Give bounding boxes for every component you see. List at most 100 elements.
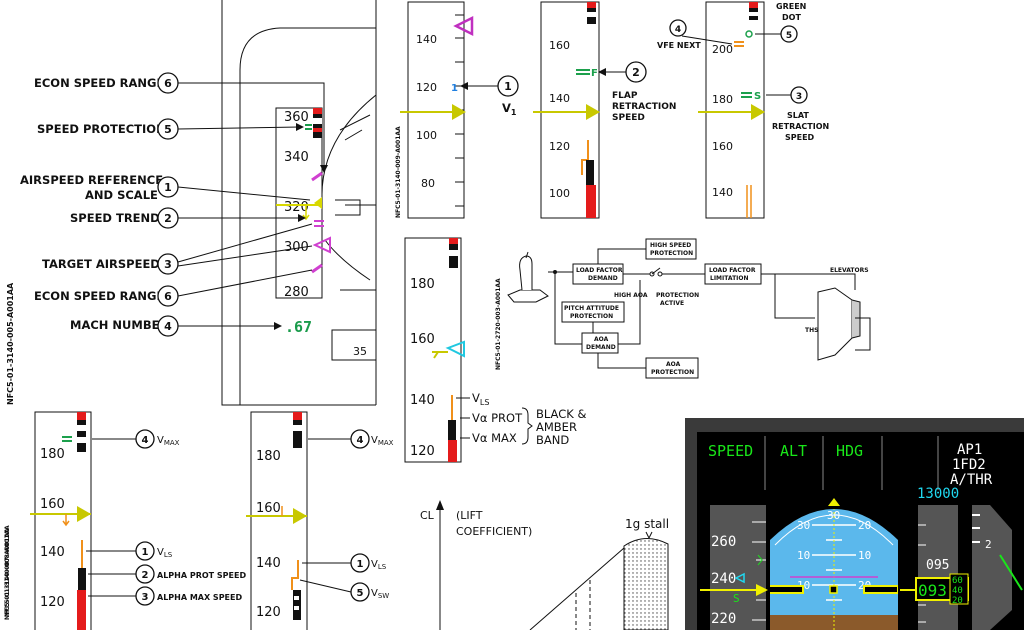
pitch-label: 20 — [858, 519, 871, 532]
panel-bl2: 180 160 140 120 4 VMAX 1 VLS 5 VSW — [246, 411, 394, 630]
callout-slat: 3 — [790, 86, 808, 104]
label-alpha-prot: ALPHA PROT SPEED — [157, 571, 246, 580]
speed-trend-arrow — [302, 205, 310, 221]
callout-2: 2 — [157, 207, 179, 229]
callout-4: 4 — [157, 315, 179, 337]
label-speed-protection: SPEED PROTECTION — [37, 122, 166, 136]
panel-flap: 160 140 120 100 F 2 FLAP RETRACTION SPEE… — [533, 1, 676, 219]
vfe-next-label: VFE NEXT — [657, 41, 701, 50]
callout-v1: 1 — [497, 75, 519, 97]
tick-label: 140 — [416, 33, 437, 46]
alt-drum: 60 — [952, 576, 963, 586]
box-text: PROTECTION — [570, 313, 613, 320]
vprot-label: Vα PROT — [472, 411, 523, 425]
box-text: AOA — [594, 336, 609, 343]
box-text: PROTECTION — [650, 250, 693, 257]
flap-marker: F — [591, 68, 598, 79]
green-dot-label: DOT — [782, 13, 801, 22]
tick-label: 140 — [256, 556, 281, 571]
econ-speed-marks — [311, 171, 323, 274]
pitch-label: 30 — [827, 509, 840, 522]
callout-5: 5 — [157, 118, 179, 140]
roll-pointer — [828, 498, 840, 506]
callout-vsw: 5 — [350, 582, 370, 602]
horizon-arc-2 — [324, 239, 371, 281]
svg-text:1: 1 — [357, 559, 364, 570]
ref-id-block: NFC5-01-2720-003-A001AA — [495, 278, 502, 370]
lift-label: (LIFT — [456, 509, 483, 522]
svg-text:2: 2 — [142, 570, 149, 581]
target-airspeed-triangle — [312, 236, 331, 254]
callout-6b: 6 — [157, 285, 179, 307]
label-vmax-2: VMAX — [371, 435, 394, 447]
label-airspeed-reference: AIRSPEED REFERENCE — [20, 173, 163, 187]
tick-label: 180 — [712, 93, 733, 106]
label-ths: THS — [805, 327, 818, 334]
brace — [521, 407, 533, 445]
ref-id-left: NFC5-01-3140-005-A001AA — [6, 282, 15, 405]
svg-text:2: 2 — [164, 212, 172, 225]
box-text: PROTECTION — [651, 369, 694, 376]
slat-marker: S — [754, 91, 761, 102]
flap-label: SPEED — [612, 113, 645, 123]
svg-text:2: 2 — [632, 66, 640, 79]
svg-text:5: 5 — [164, 123, 172, 136]
ref-id-v1: NFC5-01-3140-009-A001AA — [395, 126, 402, 218]
fma-fd: 1FD2 — [952, 457, 986, 473]
svg-text:3: 3 — [142, 592, 149, 603]
stall-label: 1g stall — [625, 517, 669, 531]
tick-label: 120 — [40, 595, 65, 610]
slat-label: SPEED — [785, 133, 815, 142]
fma-alt: ALT — [780, 442, 807, 460]
vs-needle — [999, 554, 1023, 591]
frame-arc — [239, 27, 376, 405]
svg-text:4: 4 — [675, 25, 681, 35]
tick-label: 160 — [40, 497, 65, 512]
svg-text:6: 6 — [164, 290, 172, 303]
svg-text:1: 1 — [142, 547, 149, 558]
label-econ-speed-range: ECON SPEED RANGE — [34, 76, 164, 90]
band-label: BAND — [536, 433, 569, 447]
speed-tick: 260 — [711, 534, 736, 550]
tick-label: 160 — [549, 39, 570, 52]
panel-v1: 140 120 100 80 1 1 V1 NFC5-01-3140-009-A… — [395, 1, 519, 219]
band-label: BLACK & — [536, 407, 586, 421]
svg-text:4: 4 — [357, 435, 364, 446]
tail-planform — [817, 287, 853, 361]
v1-marker: 1 — [451, 83, 458, 94]
flap-label: FLAP — [612, 91, 638, 101]
box-text: LOAD FACTOR — [709, 267, 756, 274]
callout-green-dot: 5 — [780, 25, 798, 43]
pitch-marks — [339, 114, 371, 141]
tick-label: 100 — [416, 129, 437, 142]
callout-3: 3 — [157, 253, 179, 275]
tick-label: 180 — [40, 447, 65, 462]
callout-alpha-max: 3 — [135, 586, 155, 606]
svg-text:6: 6 — [164, 77, 172, 90]
label-mach-number: MACH NUMBER — [70, 318, 168, 332]
tick-label: 180 — [410, 277, 435, 292]
speed-s: S — [733, 592, 740, 605]
callout-vls: 1 — [135, 541, 155, 561]
panel-left-speed-tape: 35 360 340 320 300 280 .67 ECON SPEED RA… — [6, 0, 377, 406]
label-and-scale: AND SCALE — [85, 188, 158, 202]
label-v1: V1 — [502, 101, 517, 117]
tick-label: 360 — [284, 110, 309, 125]
label-vmax: VMAX — [157, 435, 180, 447]
box-text: LOAD FACTOR — [576, 267, 623, 274]
label-vls: VLS — [157, 547, 173, 559]
callout-1: 1 — [157, 176, 179, 198]
lift-line — [529, 547, 625, 630]
label-speed-trend: SPEED TREND — [70, 211, 160, 225]
svg-text:1: 1 — [504, 80, 512, 93]
ref-id-bl1: NFC5-01-3140-007-A001AA — [4, 528, 11, 620]
box-aoa-demand — [581, 332, 619, 354]
fma-ap1: AP1 — [957, 442, 982, 458]
label-vls-2: VLS — [371, 559, 387, 571]
pitch-label: 30 — [797, 519, 810, 532]
tick-label: 180 — [256, 449, 281, 464]
pitch-label: 10 — [858, 549, 871, 562]
tick-label: 160 — [712, 140, 733, 153]
